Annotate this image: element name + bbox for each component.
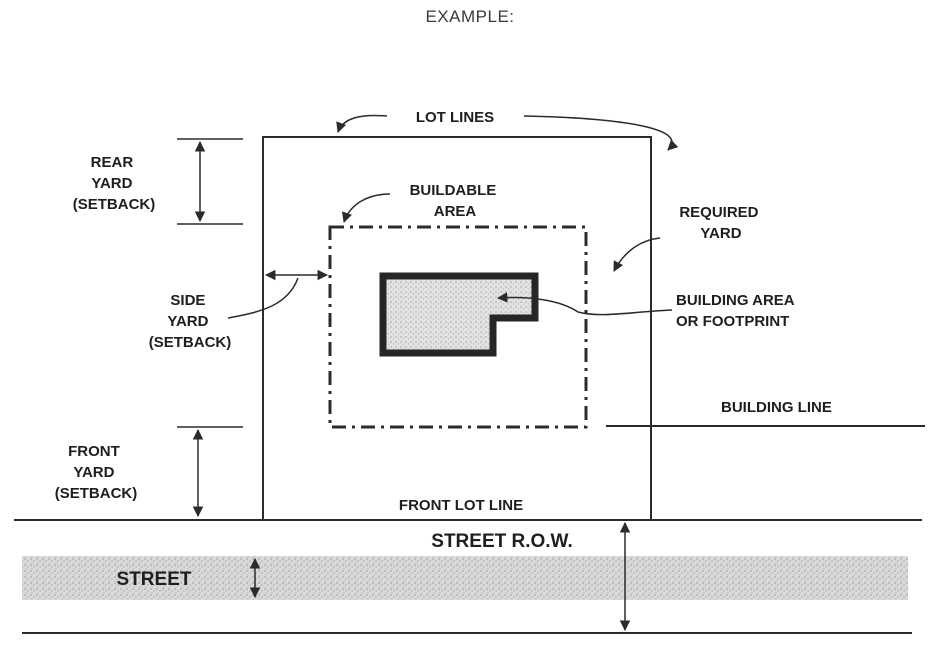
street-label: STREET xyxy=(117,569,192,590)
required-yard-label-line-1: REQUIRED xyxy=(679,204,758,221)
street-row-label: STREET R.O.W. xyxy=(431,531,572,552)
required-yard-leader xyxy=(613,237,661,272)
rear-yard-label-line-1: REAR xyxy=(91,154,134,171)
building-footprint xyxy=(379,272,539,357)
building-area-label-line-1: BUILDING AREA xyxy=(676,292,795,309)
building-area-label-line-2: OR FOOTPRINT xyxy=(676,313,789,330)
buildable-area-label: BUILDABLE AREA xyxy=(410,182,501,220)
building-area-leader xyxy=(496,292,673,316)
building-line-label: BUILDING LINE xyxy=(721,399,832,416)
rear-yard-label: REAR YARD (SETBACK) xyxy=(73,154,156,213)
required-yard-label: REQUIRED YARD xyxy=(679,204,762,242)
side-yard-label: SIDE YARD (SETBACK) xyxy=(149,292,232,351)
front-yard-label-line-1: FRONT xyxy=(68,443,120,460)
front-yard-label-line-2: YARD xyxy=(73,464,114,481)
lot-lines-leader-left xyxy=(336,114,388,133)
lot-lines-label: LOT LINES xyxy=(416,109,494,126)
buildable-area-label-line-1: BUILDABLE xyxy=(410,182,497,199)
building-area-label: BUILDING AREA OR FOOTPRINT xyxy=(676,292,798,330)
front-lot-line-label: FRONT LOT LINE xyxy=(399,497,523,514)
lot-line-outline xyxy=(262,136,652,520)
buildable-area-outline xyxy=(328,225,588,429)
diagram-title: EXAMPLE: xyxy=(425,7,514,26)
side-yard-label-line-2: YARD xyxy=(167,313,208,330)
required-yard-label-line-2: YARD xyxy=(700,225,741,242)
side-yard-label-line-3: (SETBACK) xyxy=(149,334,232,351)
rear-yard-label-line-3: (SETBACK) xyxy=(73,196,156,213)
side-yard-leader xyxy=(227,277,299,319)
side-yard-label-line-1: SIDE xyxy=(170,292,205,309)
lot-lines-leader-right xyxy=(523,115,679,151)
front-yard-label-line-3: (SETBACK) xyxy=(55,485,138,502)
buildable-area-leader xyxy=(342,193,391,223)
rear-yard-label-line-2: YARD xyxy=(91,175,132,192)
street-band xyxy=(22,556,908,600)
buildable-area-label-line-2: AREA xyxy=(434,203,477,220)
front-yard-label: FRONT YARD (SETBACK) xyxy=(55,443,138,502)
